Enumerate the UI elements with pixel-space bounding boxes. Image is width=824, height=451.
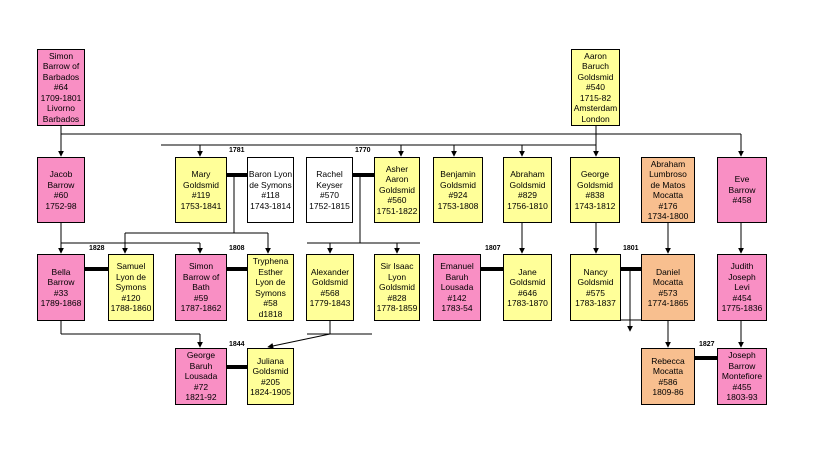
- person-label: Rachel Keyser #570 1752-1815: [309, 169, 350, 211]
- person-label: Mary Goldsmid #119 1753-1841: [180, 169, 222, 211]
- person-benjamin-goldsmid: Benjamin Goldsmid #924 1753-1808: [433, 157, 483, 223]
- person-jacob-barrow: Jacob Barrow #60 1752-98: [37, 157, 85, 223]
- person-label: Alexander Goldsmid #568 1779-1843: [309, 266, 351, 309]
- person-label: Samuel Lyon de Symons #120 1788-1860: [110, 261, 152, 314]
- person-label: Jacob Barrow #60 1752-98: [45, 169, 77, 211]
- person-label: Benjamin Goldsmid #924 1753-1808: [437, 169, 479, 211]
- person-sir-isaac-lyon-goldsmid: Sir Isaac Lyon Goldsmid #828 1778-1859: [374, 254, 420, 321]
- person-label: George Goldsmid #838 1743-1812: [574, 169, 616, 211]
- person-label: Nancy Goldsmid #575 1783-1837: [575, 266, 616, 309]
- person-asher-aaron-goldsmid: Asher Aaron Goldsmid #560 1751-1822: [374, 157, 420, 223]
- person-label: Judith Joseph Levi #454 1775-1836: [721, 261, 763, 314]
- person-george-baruh-lousada: George Baruh Lousada #72 1821-92: [175, 348, 227, 405]
- marriage-year-label: 1770: [355, 147, 371, 154]
- person-label: Emanuel Baruh Lousada #142 1783-54: [440, 261, 474, 314]
- person-label: Baron Lyon de Symons #118 1743-1814: [248, 169, 293, 211]
- marriage-year-label: 1844: [229, 341, 245, 348]
- person-label: Asher Aaron Goldsmid #560 1751-1822: [376, 163, 418, 216]
- person-simon-barrow-of-barbados: Simon Barrow of Barbados #64 1709-1801 L…: [37, 49, 85, 126]
- person-baron-lyon-de-symons: Baron Lyon de Symons #118 1743-1814: [247, 157, 294, 223]
- person-label: Joseph Barrow Montefiore #455 1803-93: [721, 350, 763, 403]
- person-aaron-baruch-goldsmid: Aaron Baruch Goldsmid #540 1715-82 Amste…: [571, 49, 620, 126]
- person-bella-barrow: Bella Barrow #33 1789-1868: [37, 254, 85, 321]
- person-label: Jane Goldsmid #646 1783-1870: [507, 266, 548, 309]
- person-label: Juliana Goldsmid #205 1824-1905: [250, 355, 291, 398]
- person-label: Daniel Mocatta #573 1774-1865: [647, 266, 689, 309]
- person-joseph-barrow-montefiore: Joseph Barrow Montefiore #455 1803-93: [717, 348, 767, 405]
- person-daniel-mocatta: Daniel Mocatta #573 1774-1865: [641, 254, 695, 321]
- person-samuel-lyon-de-symons: Samuel Lyon de Symons #120 1788-1860: [108, 254, 154, 321]
- person-george-goldsmid: George Goldsmid #838 1743-1812: [570, 157, 620, 223]
- person-label: Abraham Lumbroso de Matos Mocatta #176 1…: [647, 158, 689, 222]
- person-label: Simon Barrow of Bath #59 1787-1862: [180, 261, 222, 314]
- marriage-year-label: 1808: [229, 245, 245, 252]
- marriage-year-label: 1827: [699, 341, 715, 348]
- person-judith-joseph-levi: Judith Joseph Levi #454 1775-1836: [717, 254, 767, 321]
- person-label: Abraham Goldsmid #829 1756-1810: [507, 169, 548, 211]
- person-label: Aaron Baruch Goldsmid #540 1715-82 Amste…: [573, 50, 618, 124]
- marriage-year-label: 1807: [485, 245, 501, 252]
- marriage-year-label: 1781: [229, 147, 245, 154]
- person-label: Rebecca Mocatta #586 1809-86: [651, 355, 685, 398]
- person-nancy-goldsmid: Nancy Goldsmid #575 1783-1837: [570, 254, 621, 321]
- person-abraham-goldsmid: Abraham Goldsmid #829 1756-1810: [503, 157, 552, 223]
- person-label: Eve Barrow #458: [728, 174, 756, 206]
- person-jane-goldsmid: Jane Goldsmid #646 1783-1870: [503, 254, 552, 321]
- person-label: Sir Isaac Lyon Goldsmid #828 1778-1859: [376, 261, 418, 314]
- marriage-year-label: 1828: [89, 245, 105, 252]
- person-rachel-keyser: Rachel Keyser #570 1752-1815: [306, 157, 353, 223]
- person-label: Simon Barrow of Barbados #64 1709-1801 L…: [40, 50, 82, 124]
- marriage-year-label: 1801: [623, 245, 639, 252]
- person-mary-goldsmid: Mary Goldsmid #119 1753-1841: [175, 157, 227, 223]
- person-juliana-goldsmid: Juliana Goldsmid #205 1824-1905: [247, 348, 294, 405]
- person-alexander-goldsmid: Alexander Goldsmid #568 1779-1843: [306, 254, 354, 321]
- person-tryphena-esther-lyon-de-symons: Tryphena Esther Lyon de Symons #58 d1818: [247, 254, 294, 321]
- person-emanuel-baruh-lousada: Emanuel Baruh Lousada #142 1783-54: [433, 254, 481, 321]
- person-label: George Baruh Lousada #72 1821-92: [184, 350, 218, 403]
- person-abraham-lumbroso-de-matos-mocatta: Abraham Lumbroso de Matos Mocatta #176 1…: [641, 157, 695, 223]
- person-rebecca-mocatta: Rebecca Mocatta #586 1809-86: [641, 348, 695, 405]
- person-eve-barrow: Eve Barrow #458: [717, 157, 767, 223]
- person-simon-barrow-of-bath: Simon Barrow of Bath #59 1787-1862: [175, 254, 227, 321]
- person-label: Bella Barrow #33 1789-1868: [40, 266, 82, 309]
- person-label: Tryphena Esther Lyon de Symons #58 d1818: [252, 256, 289, 319]
